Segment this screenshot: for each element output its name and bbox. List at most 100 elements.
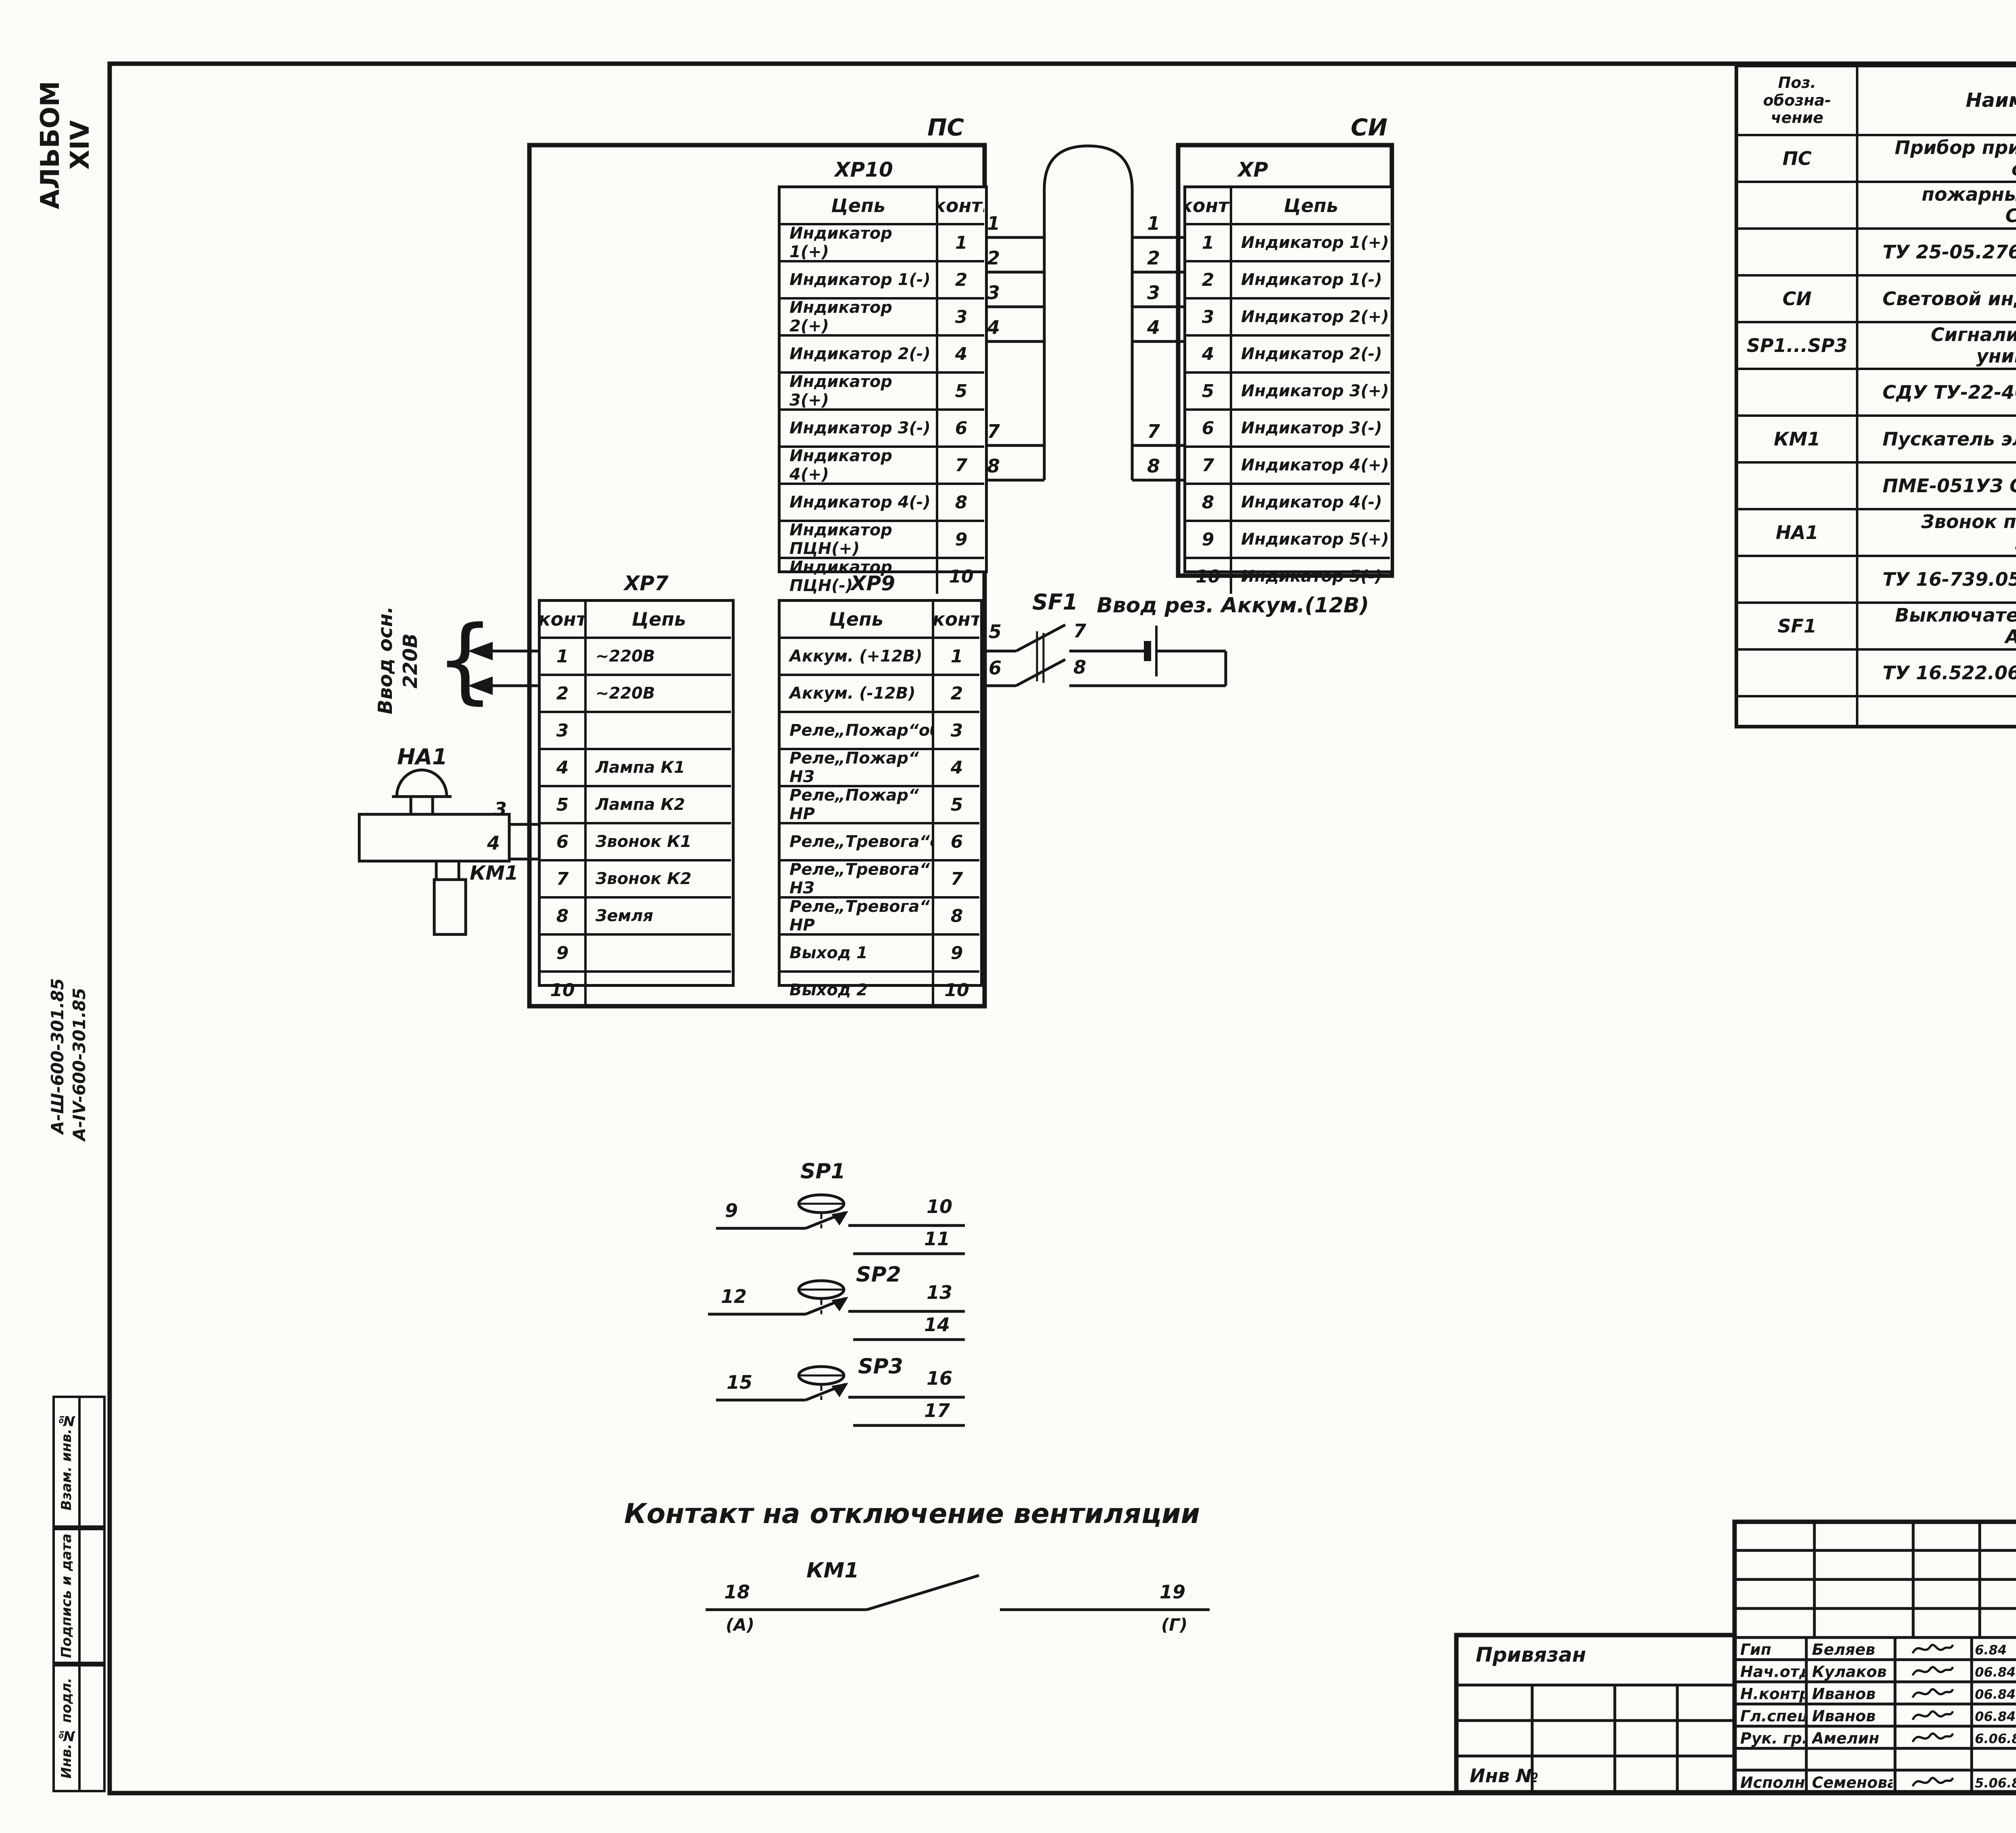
table-cell: Индикатор 2(-) [1232,337,1390,374]
wire-number: 17 [924,1400,950,1421]
album-label: АЛЬБОМ XIV [35,81,95,210]
spec-cell [1738,230,1858,277]
sp-switch-label: SP3 [858,1354,903,1379]
wire-number: 8 [1147,455,1160,477]
si-block-label: СИ [1351,114,1388,141]
table-cell: Индикатор 4(+) [781,448,938,485]
table-cell: Лампа К2 [587,787,731,824]
table-cell: 5 [938,374,984,411]
table-cell: Индикатор 5(+) [1232,522,1390,559]
stamp-empty-cell [78,1664,106,1792]
table-cell: 7 [1186,448,1232,485]
wire-number: 10 [927,1196,953,1217]
signature-role: Нач.отд [1740,1663,1805,1681]
wire-number: 2 [987,247,1000,269]
table-cell: Индикатор 2(+) [1232,300,1390,337]
table-cell: Индикатор 1(+) [781,225,938,262]
spec-cell: ПМЕ-051УЗ ОСТ 16.0.536.001-72 [1858,464,2016,510]
table-cell: 6 [934,824,979,861]
table-cell: Аккум. (+12В) [781,639,934,676]
km1-vent-contact [706,1574,1210,1611]
signature-name: Амелин [1812,1729,1879,1747]
table-cell: 5 [1186,374,1232,411]
signature-date: 06.84 [1975,1687,2016,1702]
signature-role: Гип [1740,1641,1772,1658]
table-header-cell: конт. [938,188,984,225]
table-cell: Аккум. (-12В) [781,676,934,713]
table-cell: Выход 2 [781,973,934,1007]
wire-number: 14 [924,1314,950,1336]
spec-cell: Пускатель электромагнитный [1858,417,2016,464]
stamp-label-cell: Взам. инв.№ [52,1396,81,1528]
table-header-cell: Цепь [781,188,938,225]
wire-number: (Г) [1161,1615,1188,1635]
wire-number: 1 [1147,212,1160,234]
table-cell: Индикатор 3(+) [1232,374,1390,411]
table-cell: Индикатор 1(-) [1232,262,1390,300]
table-cell: 2 [541,676,587,713]
table-cell: 1 [938,225,984,262]
table-cell: 10 [949,566,974,587]
signature-date: 6.84 [1975,1642,2007,1658]
table-cell: 4 [938,337,984,374]
table-cell: 7 [934,861,979,899]
wire-number: 5 [989,621,1002,643]
signature-date: 06.84 [1975,1664,2016,1680]
table-cell: 4 [934,750,979,787]
signature-date: 5.06.84 [1975,1775,2016,1791]
spec-cell: СИ [1738,277,1858,323]
table-cell [587,936,731,973]
table-cell: Индикатор 4(-) [1232,485,1390,522]
sp1-switch [716,1193,965,1255]
table-cell: 5 [541,787,587,824]
table-cell: 3 [934,713,979,750]
signature-name: Семенова [1812,1774,1893,1791]
stamp-empty-cell [78,1396,106,1528]
ps-block-label: ПС [927,114,964,141]
signature-name: Беляев [1812,1641,1875,1658]
table-cell: 2 [938,262,984,300]
xp9-title: ХР9 [851,572,895,595]
attached-label: Привязан [1476,1643,1586,1667]
table-cell: Индикатор 4(-) [781,485,938,522]
xp7-title: ХР7 [624,572,669,595]
spec-cell [1738,651,1858,697]
table-cell: Реле„Тревога“общ. [781,824,934,861]
table-cell: 8 [938,485,984,522]
wire-number: 2 [1147,247,1160,269]
doc-ref-1: А-Ш-600-301.85 [48,978,67,1134]
table-header-cell: конт [541,602,587,639]
spec-cell: ТУ 25-05.2767-81 [1858,230,2016,277]
sf1-circuit [977,623,1227,687]
signature-role: Рук. гр. [1740,1729,1805,1747]
table-cell: Индикатор 1(+) [1232,225,1390,262]
wire-number: 4 [1147,316,1160,338]
wire-number: 7 [1073,620,1087,642]
table-header-cell: конт [934,602,979,639]
table-cell: 3 [541,713,587,750]
table-header-cell: Цепь [1232,188,1390,225]
wire-number: 13 [927,1282,953,1303]
table-cell: 8 [1186,485,1232,522]
spec-cell: SF1 [1738,604,1858,651]
table-cell: Индикатор 3(-) [1232,411,1390,448]
table-cell: Индикатор ПЦН(+) [781,522,938,559]
wire-number: 8 [987,455,1000,477]
sf1-title: Ввод рез. Аккум.(12В) [1097,593,1369,618]
sp-switch-label: SP2 [856,1263,901,1287]
mains-input-line1: Ввод осн. [374,606,397,715]
spec-cell [1738,183,1858,230]
table-header-cell: Цепь [587,602,731,639]
spec-header-cell: Наименование [1858,67,2016,136]
sp2-switch [708,1279,965,1341]
signature-name: Иванов [1812,1707,1876,1725]
spec-cell: КМ1 [1738,417,1858,464]
table-cell: Реле„Тревога“ НЗ [781,861,934,899]
wire-number: 11 [924,1228,950,1250]
spec-cell: СДУ ТУ-22-4655-80 [1858,370,2016,417]
signature-name: Кулаков [1812,1663,1887,1681]
inv-number-label: Инв № [1470,1765,1539,1787]
